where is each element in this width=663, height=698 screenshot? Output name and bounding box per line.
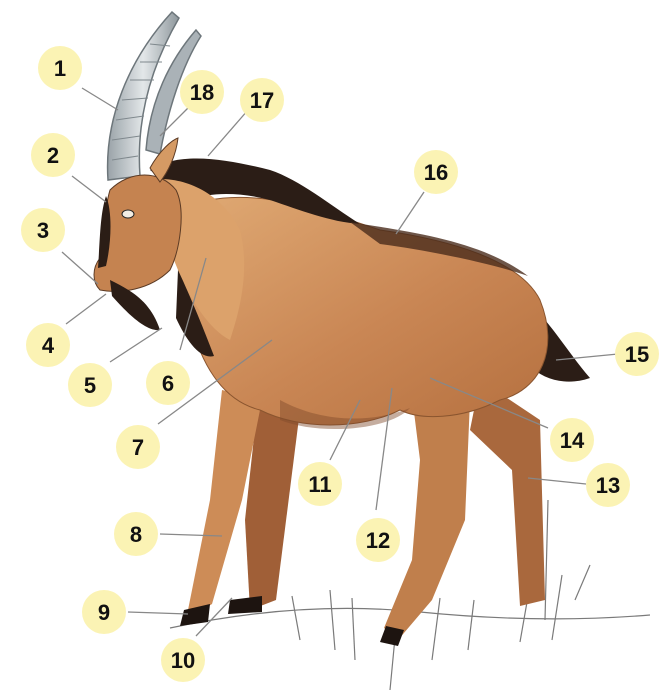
label-16: 16 bbox=[414, 150, 458, 194]
label-1: 1 bbox=[38, 46, 82, 90]
label-8: 8 bbox=[114, 512, 158, 556]
svg-text:12: 12 bbox=[366, 528, 390, 553]
label-4: 4 bbox=[26, 323, 70, 367]
label-17: 17 bbox=[240, 78, 284, 122]
svg-text:3: 3 bbox=[37, 218, 49, 243]
svg-text:6: 6 bbox=[162, 371, 174, 396]
label-5: 5 bbox=[68, 363, 112, 407]
label-12: 12 bbox=[356, 518, 400, 562]
svg-text:7: 7 bbox=[132, 435, 144, 460]
svg-text:2: 2 bbox=[47, 143, 59, 168]
svg-text:9: 9 bbox=[98, 600, 110, 625]
label-14: 14 bbox=[550, 418, 594, 462]
svg-text:5: 5 bbox=[84, 373, 96, 398]
svg-text:14: 14 bbox=[560, 428, 585, 453]
label-6: 6 bbox=[146, 361, 190, 405]
svg-text:16: 16 bbox=[424, 160, 448, 185]
label-18: 18 bbox=[180, 70, 224, 114]
label-7: 7 bbox=[116, 425, 160, 469]
hind-leg-far bbox=[470, 380, 545, 606]
svg-text:10: 10 bbox=[171, 648, 195, 673]
svg-text:13: 13 bbox=[596, 473, 620, 498]
label-11: 11 bbox=[298, 462, 342, 506]
label-2: 2 bbox=[31, 133, 75, 177]
hooves bbox=[180, 596, 404, 646]
label-15: 15 bbox=[615, 332, 659, 376]
eye bbox=[122, 210, 134, 218]
svg-text:11: 11 bbox=[308, 472, 331, 497]
label-3: 3 bbox=[21, 208, 65, 252]
svg-text:8: 8 bbox=[130, 522, 142, 547]
svg-text:18: 18 bbox=[190, 80, 214, 105]
label-10: 10 bbox=[161, 638, 205, 682]
svg-text:1: 1 bbox=[54, 56, 66, 81]
svg-text:15: 15 bbox=[625, 342, 649, 367]
hind-leg-near bbox=[384, 380, 470, 640]
svg-text:17: 17 bbox=[250, 88, 274, 113]
label-9: 9 bbox=[82, 590, 126, 634]
label-13: 13 bbox=[586, 463, 630, 507]
svg-text:4: 4 bbox=[42, 333, 55, 358]
